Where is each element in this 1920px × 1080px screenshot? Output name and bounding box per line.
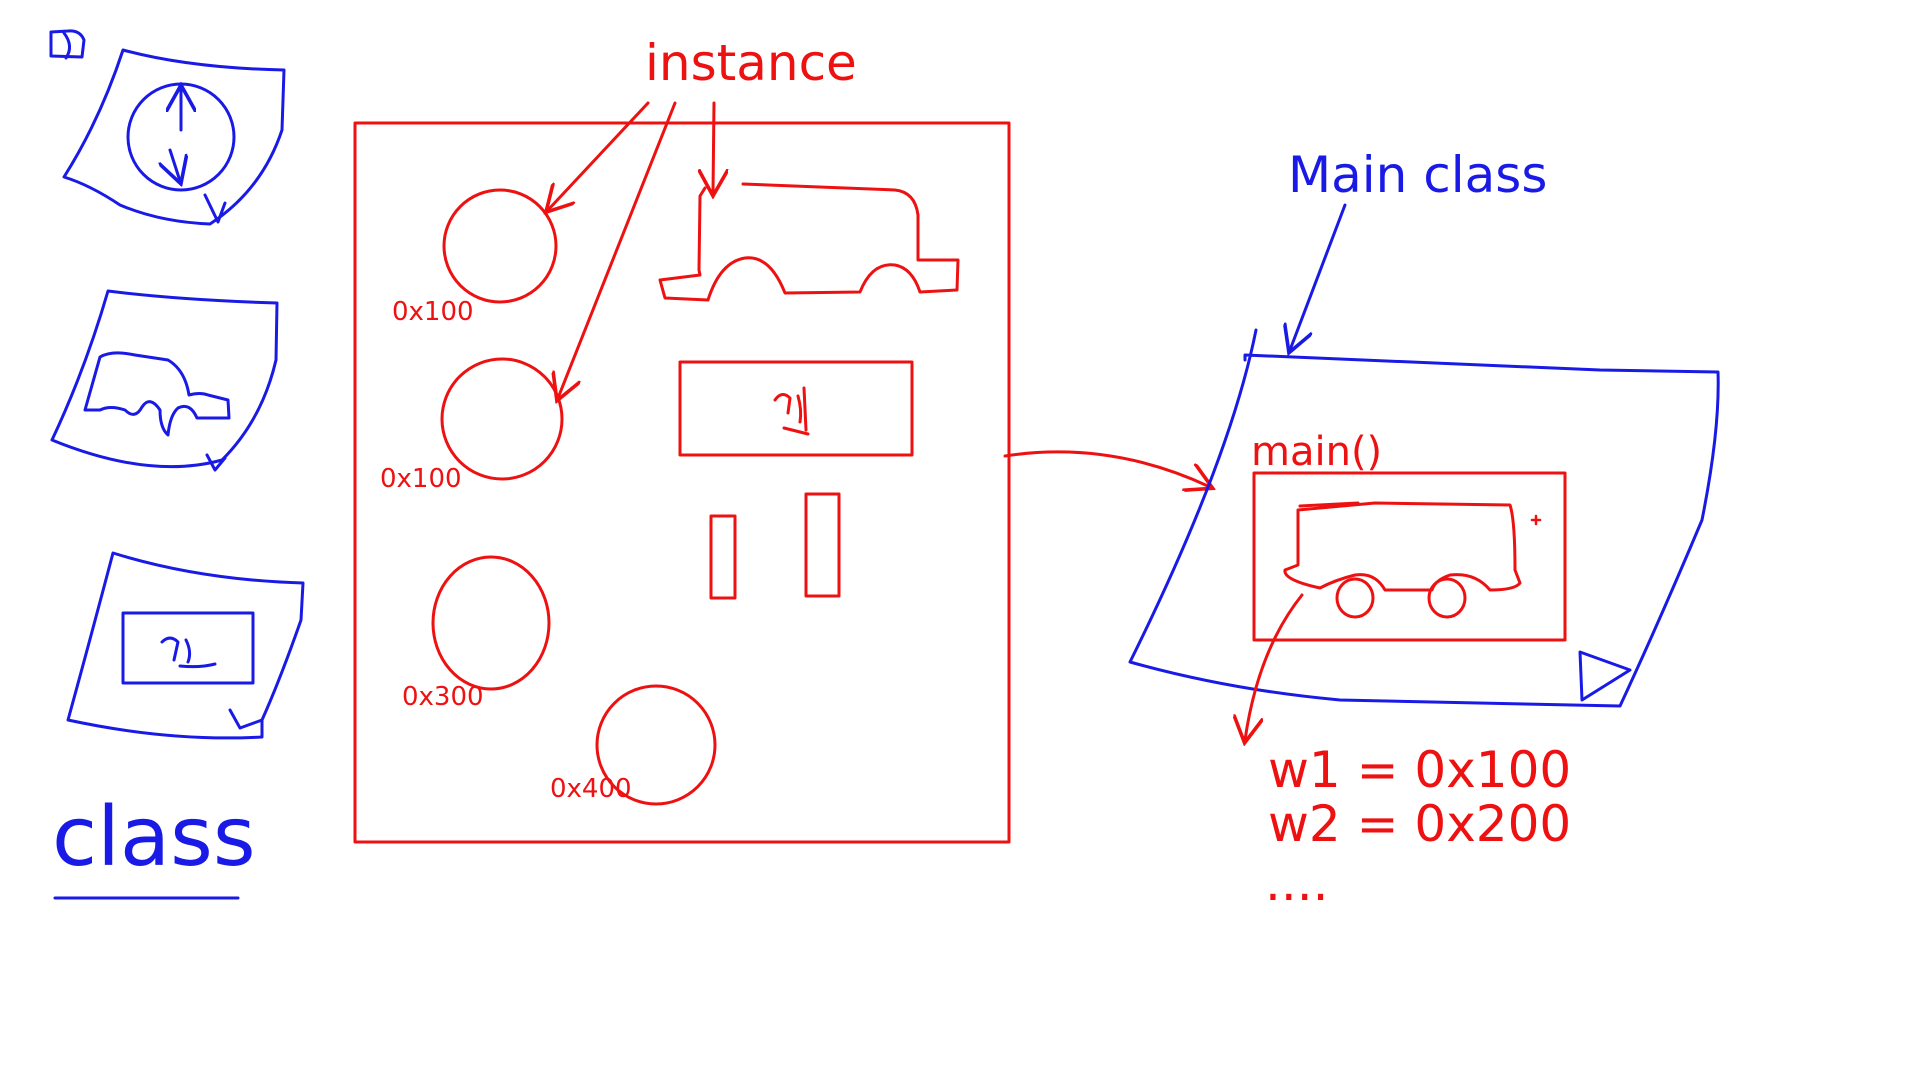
main-method-box [1252,471,1567,642]
more-references-ellipsis: .... [1265,854,1329,912]
korean-glyph-card-icon [66,551,305,740]
address-label-3: 0x300 [402,682,484,712]
instance-label: instance [645,34,857,92]
instance-circle-3 [431,555,551,691]
main-method-label: main() [1251,429,1382,475]
car-instance-shape [658,182,960,302]
w2-reference: w2 = 0x200 [1268,795,1571,853]
bar-instance-1 [709,514,737,600]
glyph-mark [773,386,810,436]
address-label-1: 0x100 [392,297,474,327]
car-card-icon [50,289,279,472]
main-class-arrow [1290,203,1347,350]
instance-arrow-1 [548,101,650,210]
main-car-shape [1283,501,1522,592]
clock-card-icon [62,48,286,226]
instance-circle-4 [595,684,717,806]
instance-arrow-3 [713,101,714,193]
instance-circle-2 [440,357,564,481]
glyph-instance-box [678,360,914,457]
main-class-label: Main class [1288,146,1547,204]
reference-arrow [1245,593,1304,740]
small-plus-mark [1530,514,1542,526]
sheet-corner-fold [1578,650,1632,702]
bar-instance-2 [804,492,841,598]
class-label: class [52,790,256,885]
main-class-panel: Main class main() w1 = 0x100 w2 = 0x200 … [1128,146,1720,912]
instance-arrow-2 [558,101,677,398]
main-car-wheel-1 [1335,577,1375,619]
instance-circle-1 [442,188,558,304]
heap-memory-box: instance 0x100 0x100 0x300 0x400 [353,34,1011,844]
main-car-wheel-2 [1427,577,1467,619]
w1-reference: w1 = 0x100 [1268,741,1571,799]
heap-to-main-arrow [1003,450,1210,487]
small-doc-icon [49,29,86,60]
address-label-2: 0x100 [380,464,462,494]
memory-frame [353,121,1011,844]
address-label-4: 0x400 [550,774,632,804]
main-class-sheet [1128,328,1720,708]
class-blueprints: class [49,29,305,900]
